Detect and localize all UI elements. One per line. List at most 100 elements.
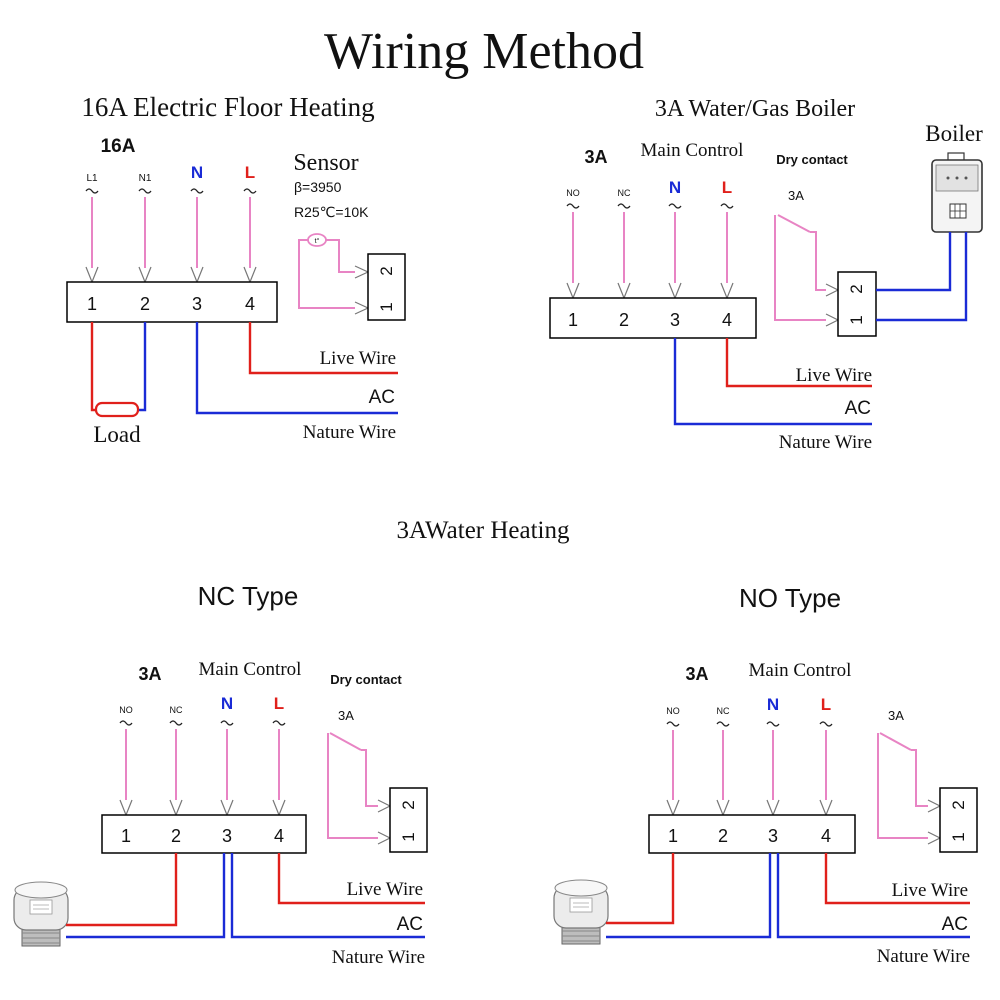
block-number: 4	[245, 294, 255, 314]
signal-lines	[666, 730, 833, 817]
floor-rating: 16A	[101, 136, 136, 157]
terminal-label-n: N	[767, 695, 779, 714]
block-number: 4	[274, 826, 284, 846]
signal-lines	[566, 212, 734, 300]
ac-label: AC	[369, 387, 395, 408]
nc-heading: NC Type	[198, 581, 299, 611]
terminal-label-n: N	[221, 694, 233, 713]
nc-rating: 3A	[138, 664, 161, 684]
block-number: 2	[399, 800, 418, 809]
sensor-resistance: R25℃=10K	[294, 204, 369, 220]
floor-heating-section: 16A Electric Floor Heating 16A L1 N1 N L…	[66, 92, 406, 447]
dry-contact-label: Dry contact	[330, 672, 402, 687]
terminal-label-no: NO	[666, 706, 680, 716]
ac-symbols	[666, 721, 833, 727]
terminal-label-n1: N1	[139, 173, 152, 184]
sensor-title: Sensor	[293, 150, 358, 176]
terminal-block	[66, 281, 278, 323]
live-wire-label: Live Wire	[892, 880, 968, 901]
block-number: 3	[222, 826, 232, 846]
block-number: 2	[619, 310, 629, 330]
contact-terminal-block	[389, 787, 428, 853]
block-number: 4	[821, 826, 831, 846]
thermistor-symbol: t°	[315, 237, 320, 245]
power-wires	[66, 853, 425, 939]
ac-label: AC	[397, 914, 423, 935]
actuator-icon	[13, 881, 69, 947]
nature-wire-label: Nature Wire	[303, 422, 396, 443]
power-wires	[606, 853, 970, 939]
terminal-block	[101, 814, 307, 854]
block-number: 1	[847, 315, 866, 324]
terminal-label-l: L	[821, 695, 831, 714]
ac-symbols	[85, 188, 257, 194]
load-circuit	[90, 322, 147, 418]
signal-lines	[119, 729, 286, 817]
main-control-label: Main Control	[199, 659, 302, 680]
boiler-rating: 3A	[584, 147, 607, 167]
ac-label: AC	[942, 914, 968, 935]
main-control-label: Main Control	[749, 660, 852, 681]
no-type-section: NO Type 3A Main Control 3A NO NC N L 1 2…	[553, 583, 978, 967]
no-rating: 3A	[685, 664, 708, 684]
block-number: 1	[121, 826, 131, 846]
signal-lines	[85, 197, 257, 284]
terminal-label-n: N	[191, 163, 203, 182]
block-number: 1	[668, 826, 678, 846]
page-title: Wiring Method	[324, 23, 644, 80]
dry-contact-label: Dry contact	[776, 152, 848, 167]
block-number: 1	[949, 832, 968, 841]
contact-rating: 3A	[888, 708, 904, 723]
terminal-label-n: N	[669, 178, 681, 197]
nature-wire-label: Nature Wire	[877, 946, 970, 967]
block-number: 1	[377, 302, 396, 311]
terminal-label-l: L	[722, 178, 732, 197]
block-number: 2	[140, 294, 150, 314]
live-wire-label: Live Wire	[320, 348, 396, 369]
power-wires	[673, 338, 872, 426]
ac-symbols	[119, 720, 286, 726]
power-wires	[195, 322, 398, 415]
contact-rating: 3A	[338, 708, 354, 723]
main-control-label: Main Control	[641, 140, 744, 161]
ac-label: AC	[845, 398, 871, 419]
no-heading: NO Type	[739, 583, 841, 613]
live-wire-label: Live Wire	[796, 365, 872, 386]
live-wire-label: Live Wire	[347, 879, 423, 900]
block-number: 2	[171, 826, 181, 846]
contact-rating: 3A	[788, 188, 804, 203]
nature-wire-label: Nature Wire	[332, 947, 425, 968]
terminal-block	[549, 297, 757, 339]
sensor-circuit: t° 2 1	[298, 233, 406, 321]
dry-contact-switch: 2 1	[877, 732, 978, 853]
block-number: 3	[670, 310, 680, 330]
load-label: Load	[93, 422, 141, 447]
boiler-label: Boiler	[925, 121, 983, 146]
block-number: 4	[722, 310, 732, 330]
nature-wire-label: Nature Wire	[779, 432, 872, 453]
block-number: 2	[377, 266, 396, 275]
block-number: 2	[718, 826, 728, 846]
boiler-connection-wires	[876, 232, 968, 322]
block-number: 2	[847, 284, 866, 293]
water-heating-heading: 3AWater Heating	[397, 517, 570, 544]
block-number: 1	[87, 294, 97, 314]
actuator-icon	[553, 879, 609, 945]
block-number: 3	[768, 826, 778, 846]
dry-contact-switch: 2 1	[774, 214, 877, 337]
block-number: 2	[949, 800, 968, 809]
terminal-label-no: NO	[119, 705, 133, 715]
load-element-icon	[94, 401, 140, 418]
nc-type-section: NC Type 3A Main Control Dry contact 3A N…	[13, 581, 428, 968]
terminal-label-nc: NC	[618, 188, 631, 198]
sensor-beta: β=3950	[294, 179, 342, 195]
thermistor-icon	[307, 233, 327, 247]
boiler-heading: 3A Water/Gas Boiler	[655, 96, 855, 122]
floor-heading: 16A Electric Floor Heating	[81, 92, 374, 122]
terminal-label-l: L	[274, 694, 284, 713]
terminal-label-l: L	[245, 163, 255, 182]
terminal-label-l1: L1	[86, 173, 98, 184]
contact-terminal-block	[939, 787, 978, 853]
boiler-section: 3A Water/Gas Boiler 3A Main Control Dry …	[549, 96, 983, 453]
